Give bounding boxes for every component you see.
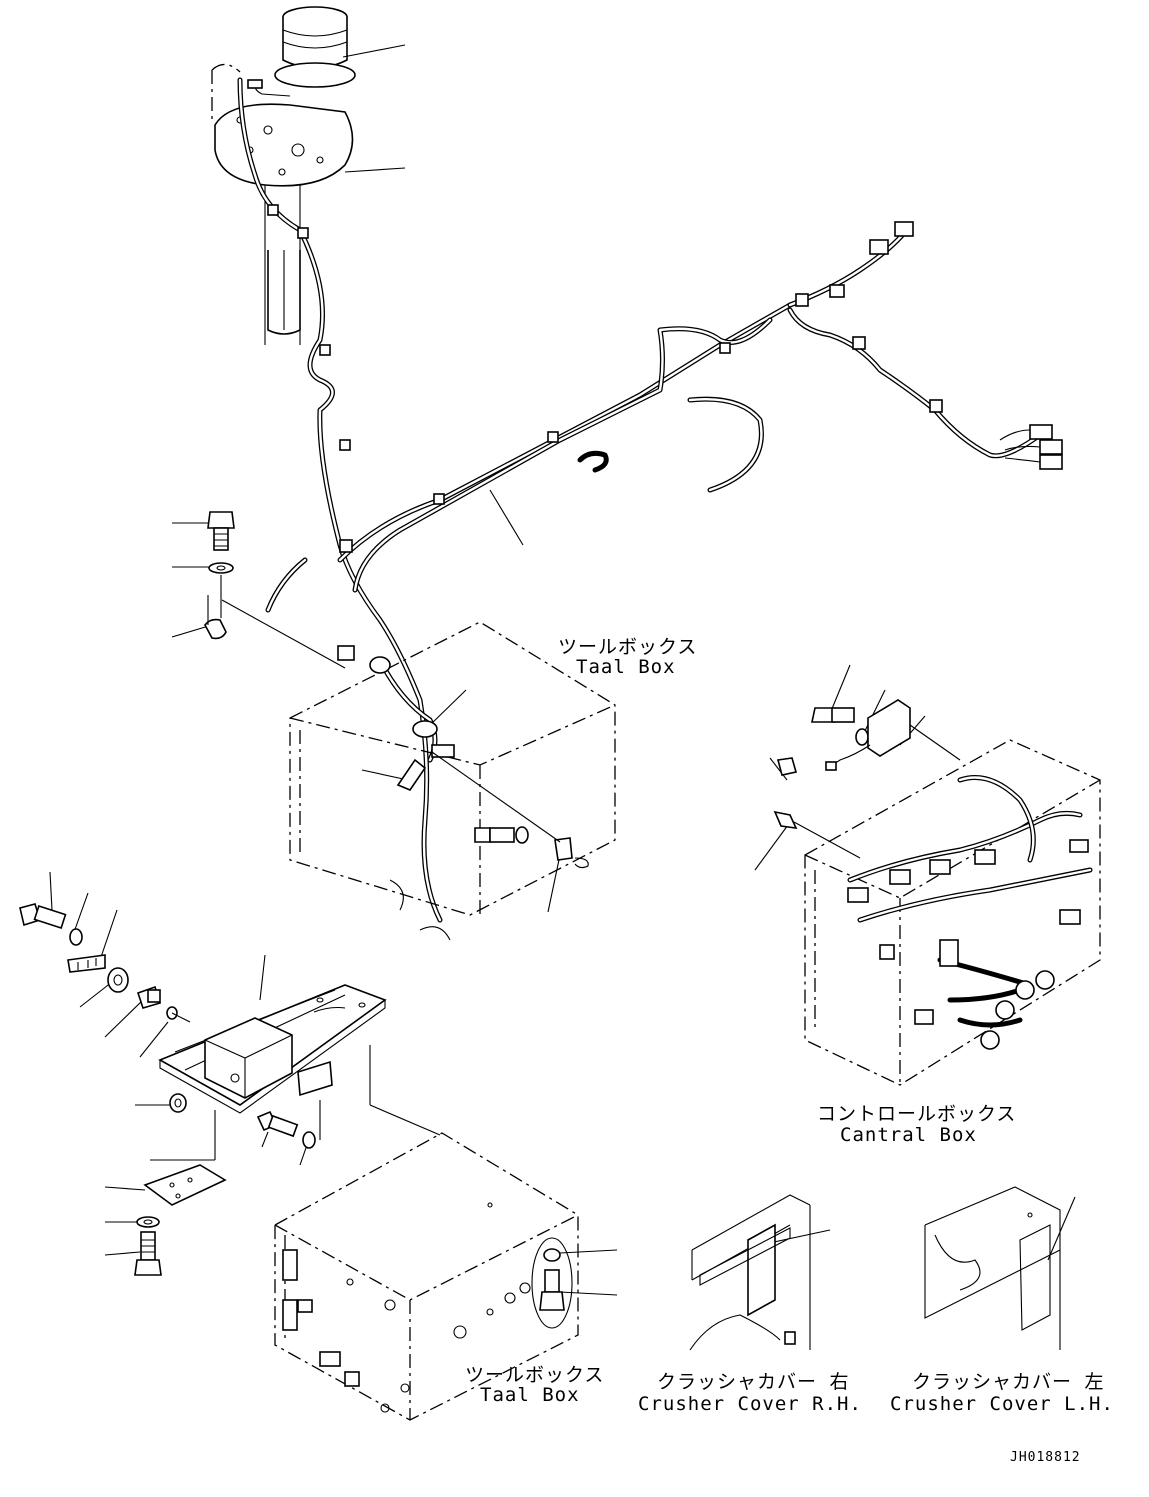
crusher-cover-rh-label-jp: クラッシャカバー 右 xyxy=(657,1371,850,1393)
crusher-cover-rh-label-en: Crusher Cover R.H. xyxy=(638,1393,862,1415)
crusher-cover-rh xyxy=(689,1194,811,1351)
beacon-lamp xyxy=(247,6,356,97)
drawing-code: JH018812 xyxy=(1010,1450,1081,1465)
control-box-label-jp: コントロールボックス xyxy=(817,1103,1017,1125)
harness-clamps xyxy=(267,204,943,553)
control-box-parts xyxy=(773,699,961,859)
wire-harness xyxy=(237,77,1043,923)
bolt-stack-left-lower xyxy=(19,903,191,1023)
cover-plate-lower xyxy=(134,1164,227,1276)
tool-box-upper-parts xyxy=(337,645,589,941)
tool-box-upper-label-en: Taal Box xyxy=(576,656,676,678)
tool-box-lower xyxy=(274,1132,579,1421)
crusher-cover-lh xyxy=(924,1186,1061,1350)
tool-box-upper-label-jp: ツールボックス xyxy=(558,636,698,658)
control-box-label-en: Cantral Box xyxy=(840,1124,977,1146)
tool-box-lower-label-en: Taal Box xyxy=(480,1384,580,1406)
crusher-cover-lh-label-en: Crusher Cover L.H. xyxy=(890,1393,1114,1415)
bolt-stack-left-upper xyxy=(204,511,235,640)
control-box xyxy=(804,739,1101,1086)
control-box-harness xyxy=(847,775,1093,1050)
tool-box-upper xyxy=(289,621,616,916)
crusher-cover-lh-label-jp: クラッシャカバー 左 xyxy=(912,1371,1105,1393)
tool-box-lower-label-jp: ツールボックス xyxy=(465,1364,605,1386)
relay-bracket-assembly xyxy=(150,984,441,1161)
beacon-bracket-plate xyxy=(214,103,354,345)
harness-connectors-right xyxy=(829,221,1063,470)
